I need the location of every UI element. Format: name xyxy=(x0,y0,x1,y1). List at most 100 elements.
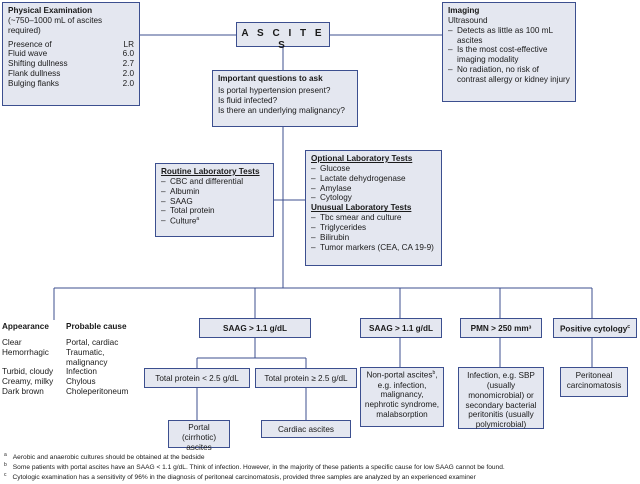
optional-heading: Optional Laboratory Tests xyxy=(311,154,413,163)
question-item: Is there an underlying malignancy? xyxy=(218,105,345,115)
ascites-title-box: A S C I T E S xyxy=(236,22,330,51)
routine-heading: Routine Laboratory Tests xyxy=(161,167,260,176)
col-lr: LR xyxy=(123,39,134,49)
appearance-table: Appearance Probable cause Clear Portal, c… xyxy=(2,322,140,397)
protein-high-label: Total protein ≥ 2.5 g/dL xyxy=(264,374,348,383)
exam-sign: Bulging flanks xyxy=(8,78,59,88)
cause-cell: Chylous xyxy=(66,377,96,387)
footnote-text: Cytologic examination has a sensitivity … xyxy=(12,474,476,482)
cytology-result-box: Peritoneal carcinomatosis xyxy=(560,367,628,397)
col-probable-cause: Probable cause xyxy=(66,322,127,331)
footnote-text: Aerobic and anaerobic cultures should be… xyxy=(12,454,205,462)
footnote-b: b Some patients with portal ascites have … xyxy=(4,462,505,472)
imaging-item: Is the most cost-effective imaging modal… xyxy=(448,45,570,65)
routine-tests-box: Routine Laboratory Tests CBC and differe… xyxy=(155,163,274,237)
exam-sign: Fluid wave xyxy=(8,49,48,59)
optional-item: Amylase xyxy=(311,184,436,194)
footnote-mark: a xyxy=(4,452,7,458)
cytology-result: Peritoneal carcinomatosis xyxy=(566,371,622,390)
unusual-item: Tbc smear and culture xyxy=(311,213,436,223)
unusual-heading: Unusual Laboratory Tests xyxy=(311,203,412,213)
question-item: Is fluid infected? xyxy=(218,95,278,105)
exam-sign: Flank dullness xyxy=(8,69,61,79)
unusual-item: Tumor markers (CEA, CA 19-9) xyxy=(311,243,436,253)
routine-item-culture-label: Culture xyxy=(170,216,197,226)
physical-exam-heading: Physical Examination xyxy=(8,6,93,15)
imaging-item: No radiation, no risk of contrast allerg… xyxy=(448,65,570,85)
saag-nonportal-label: SAAG > 1.1 g/dL xyxy=(369,324,433,333)
footnote-mark: b xyxy=(4,462,7,468)
exam-lr: 6.0 xyxy=(122,49,134,59)
unusual-item: Bilirubin xyxy=(311,233,436,243)
question-item: Is portal hypertension present? xyxy=(218,85,331,95)
optional-tests-box: Optional Laboratory Tests Glucose Lactat… xyxy=(305,150,442,266)
routine-list: CBC and differential Albumin SAAG Total … xyxy=(161,177,268,227)
exam-lr: 2.0 xyxy=(122,78,134,88)
saag-high-box: SAAG > 1.1 g/dL xyxy=(199,318,311,338)
footnote-a: a Aerobic and anaerobic cultures should b… xyxy=(4,452,205,462)
optional-item: Lactate dehydrogenase xyxy=(311,174,436,184)
appearance-cell: Dark brown xyxy=(2,387,44,397)
appearance-cell: Turbid, cloudy xyxy=(2,367,54,377)
pmn-box: PMN > 250 mm³ xyxy=(460,318,542,338)
optional-item: Cytology xyxy=(311,193,436,203)
portal-ascites-box: Portal (cirrhotic) ascites xyxy=(168,420,230,452)
saag-high-label: SAAG > 1.1 g/dL xyxy=(223,324,287,333)
footnote-mark-a: a xyxy=(196,216,200,223)
optional-item: Glucose xyxy=(311,164,436,174)
cytology-box: Positive cytologyc xyxy=(553,318,637,338)
imaging-box: Imaging Ultrasound Detects as little as … xyxy=(442,2,576,102)
exam-lr: 2.7 xyxy=(122,59,134,69)
pmn-result: Infection, e.g. SBP (usually monomicrobi… xyxy=(465,371,537,430)
exam-sign: Shifting dullness xyxy=(8,59,68,69)
nonportal-result-box: Non-portal ascitesb, e.g. infection, mal… xyxy=(360,367,444,427)
imaging-item: Detects as little as 100 mL ascites xyxy=(448,26,570,46)
cardiac-ascites-label: Cardiac ascites xyxy=(278,425,334,434)
saag-nonportal-box: SAAG > 1.1 g/dL xyxy=(360,318,442,338)
ascites-title: A S C I T E S xyxy=(241,28,325,51)
protein-high-box: Total protein ≥ 2.5 g/dL xyxy=(255,368,357,388)
footnote-c: c Cytologic examination has a sensitivity… xyxy=(4,472,476,482)
exam-lr: 2.0 xyxy=(122,69,134,79)
col-presence: Presence of xyxy=(8,39,52,49)
protein-low-box: Total protein < 2.5 g/dL xyxy=(144,368,250,388)
routine-item: Total protein xyxy=(161,206,268,216)
portal-ascites-label: Portal (cirrhotic) ascites xyxy=(181,423,217,452)
pmn-result-box: Infection, e.g. SBP (usually monomicrobi… xyxy=(458,367,544,429)
imaging-heading: Imaging xyxy=(448,6,480,15)
physical-exam-box: Physical Examination (~750–1000 mL of as… xyxy=(2,2,140,106)
physical-exam-subheading: (~750–1000 mL of ascites required) xyxy=(8,15,103,35)
appearance-cell: Clear xyxy=(2,337,22,347)
imaging-subheading: Ultrasound xyxy=(448,15,488,25)
optional-list: Glucose Lactate dehydrogenase Amylase Cy… xyxy=(311,164,436,203)
questions-box: Important questions to ask Is portal hyp… xyxy=(212,70,358,127)
cause-cell: Portal, cardiac xyxy=(66,337,119,347)
footnote-text: Some patients with portal ascites have a… xyxy=(12,464,505,472)
unusual-list: Tbc smear and culture Triglycerides Bili… xyxy=(311,213,436,252)
nonportal-title: Non-portal ascites xyxy=(366,370,433,380)
physical-exam-table: Presence of LR Fluid wave 6.0 Shifting du… xyxy=(8,40,134,89)
appearance-table-wrap: Appearance Probable cause Clear Portal, c… xyxy=(2,322,140,397)
routine-item: SAAG xyxy=(161,197,268,207)
routine-item: CBC and differential xyxy=(161,177,268,187)
cause-cell: Infection xyxy=(66,367,97,377)
nonportal-body: , e.g. infection, malignancy, nephrotic … xyxy=(364,370,440,420)
questions-heading: Important questions to ask xyxy=(218,74,323,83)
footnote-mark-c: c xyxy=(627,324,631,330)
routine-item: Albumin xyxy=(161,187,268,197)
cause-cell: Traumatic, malignancy xyxy=(66,347,108,367)
imaging-list: Detects as little as 100 mL ascites Is t… xyxy=(448,26,570,85)
cause-cell: Choleperitoneum xyxy=(66,387,129,397)
appearance-cell: Hemorrhagic xyxy=(2,347,49,357)
col-appearance: Appearance xyxy=(2,322,49,331)
protein-low-label: Total protein < 2.5 g/dL xyxy=(155,374,239,383)
pmn-label: PMN > 250 mm³ xyxy=(470,324,532,333)
cardiac-ascites-box: Cardiac ascites xyxy=(261,420,351,438)
unusual-item: Triglycerides xyxy=(311,223,436,233)
appearance-cell: Creamy, milky xyxy=(2,377,54,387)
cytology-label: Positive cytology xyxy=(559,324,628,334)
routine-item-culture: Culturea xyxy=(161,216,268,227)
footnote-mark: c xyxy=(4,472,7,478)
footnote-mark-b: b xyxy=(432,370,436,376)
